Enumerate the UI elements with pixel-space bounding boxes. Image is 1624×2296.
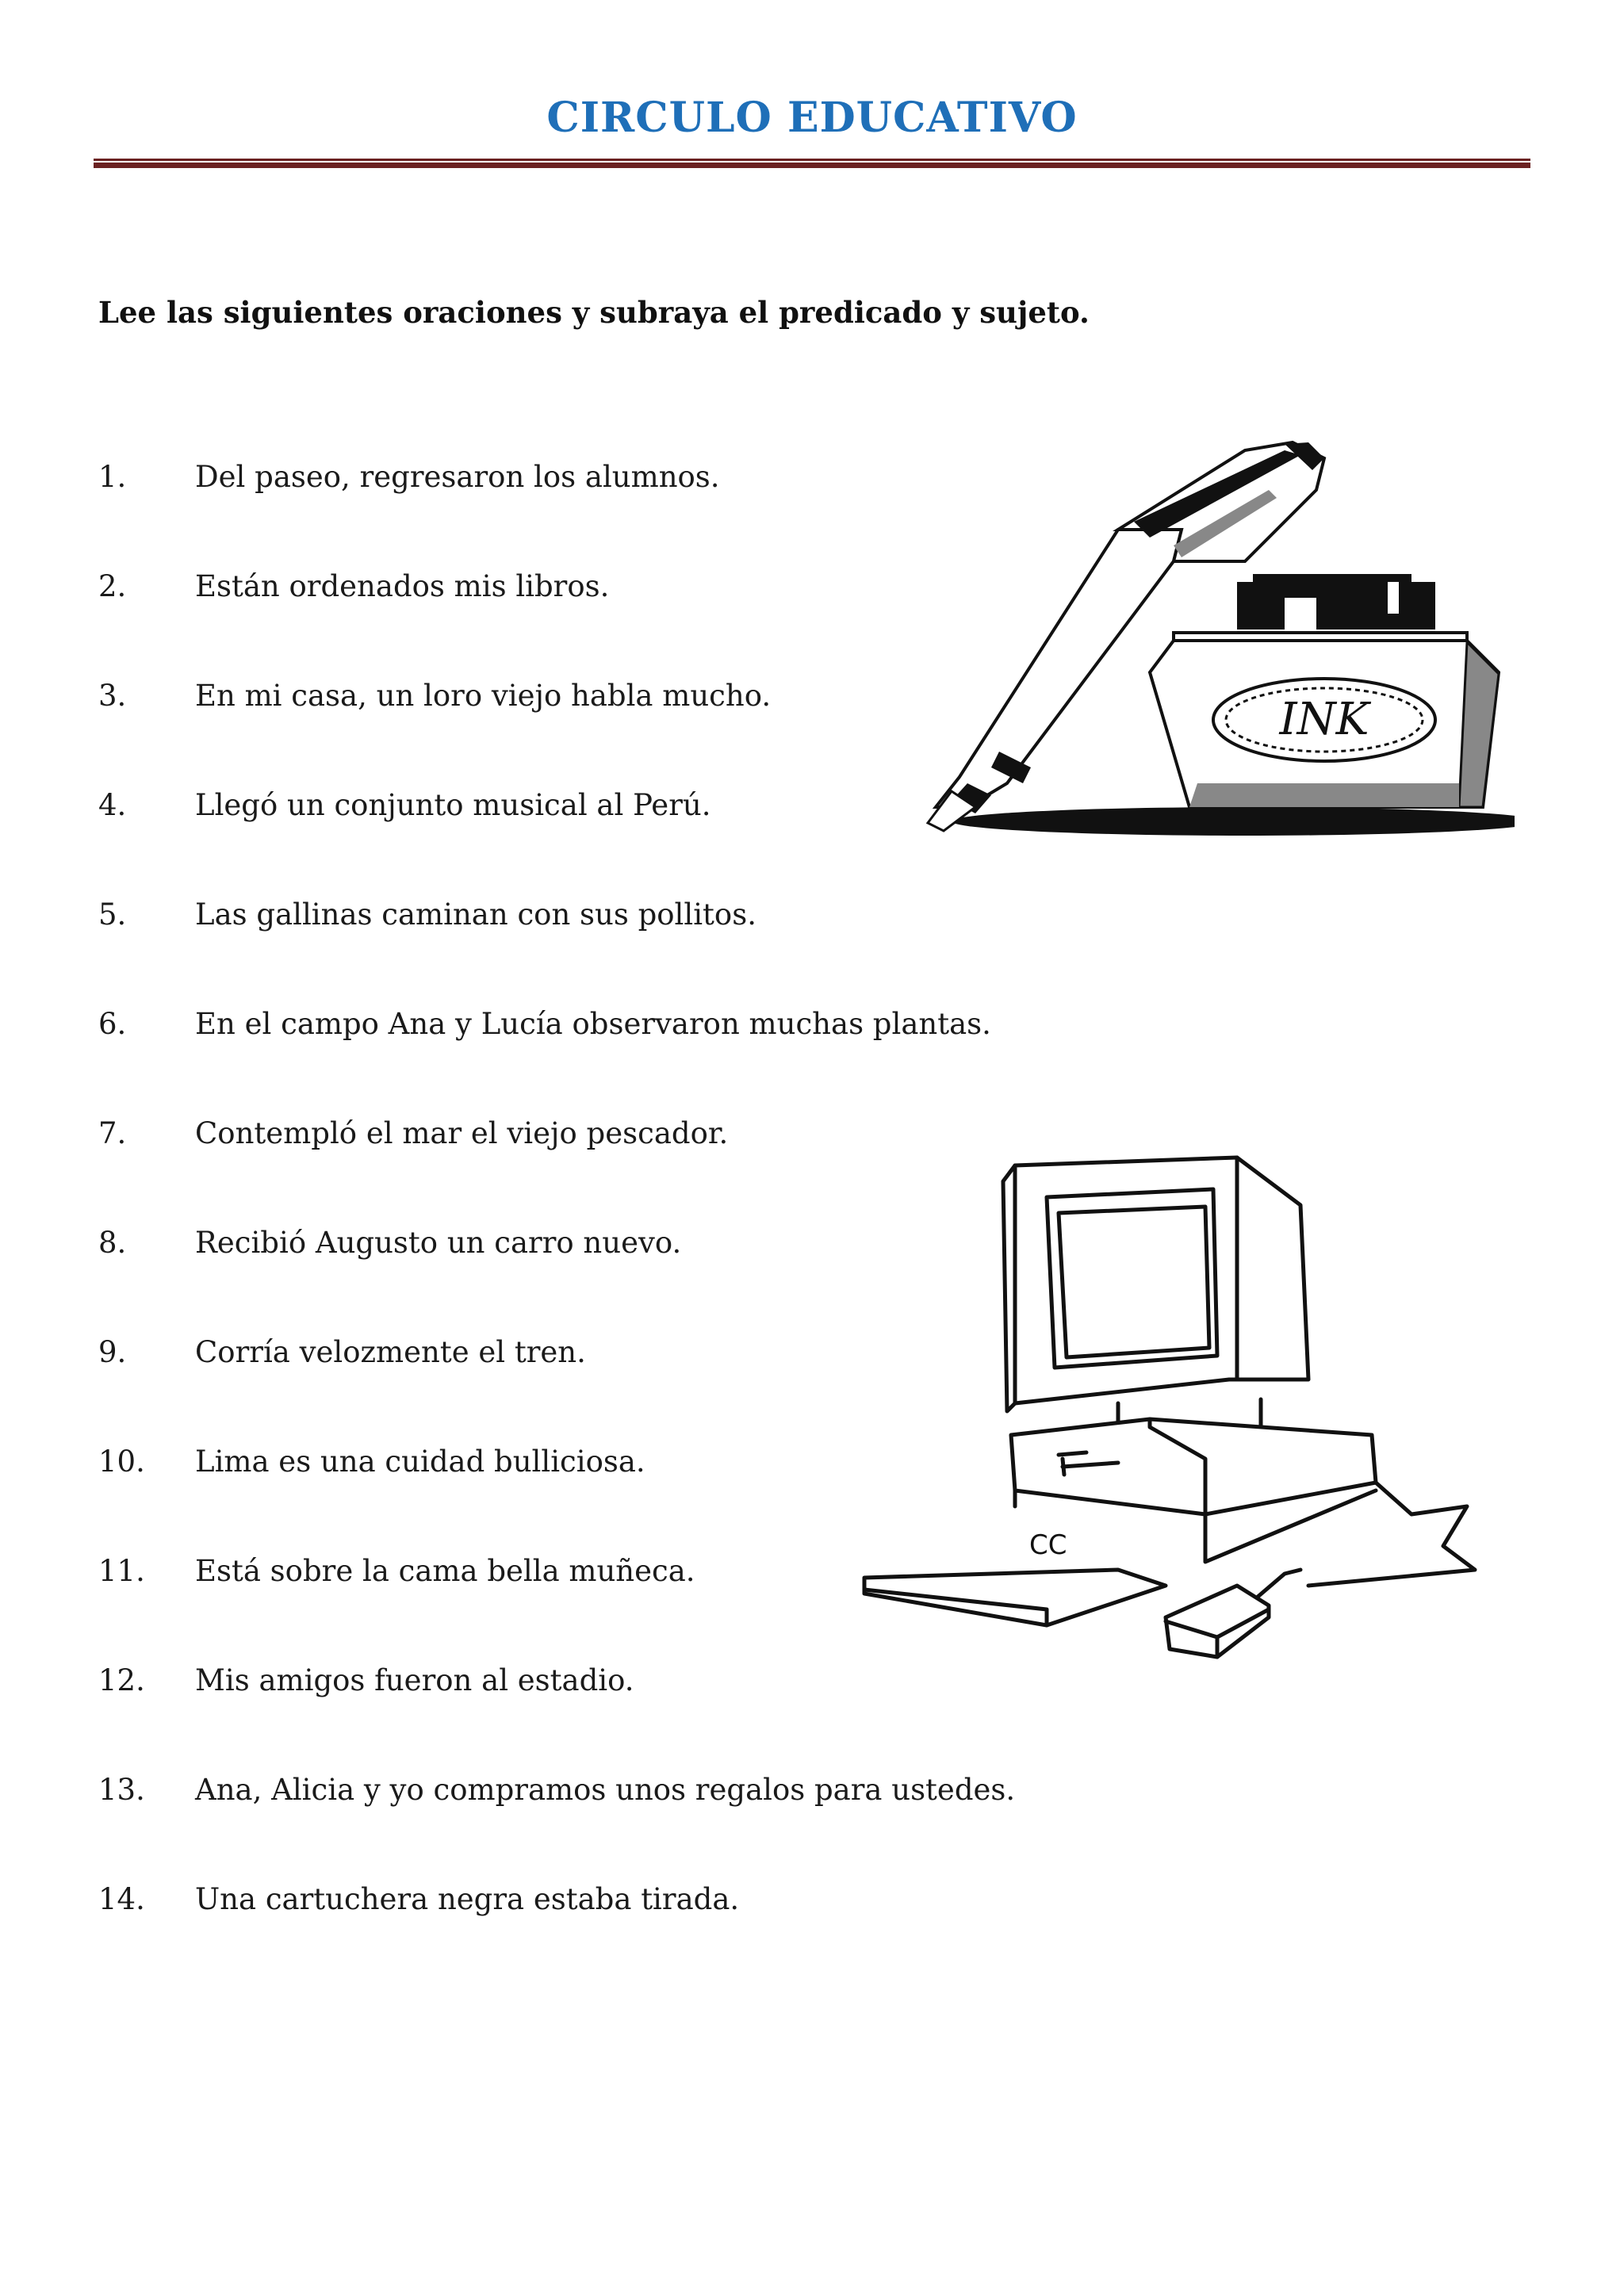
page-title: CIRCULO EDUCATIVO: [546, 94, 1078, 142]
sentence-number: 10.: [98, 1445, 145, 1479]
sentence-number: 11.: [98, 1554, 145, 1588]
sentence-number: 4.: [98, 788, 127, 822]
sentence-number: 2.: [98, 569, 127, 603]
sentence-text: Recibió Augusto un carro nuevo.: [195, 1226, 682, 1260]
sentence-number: 6.: [98, 1007, 127, 1041]
sentence-number: 1.: [98, 460, 127, 494]
inkwell-label: INK: [1279, 694, 1372, 745]
sentence-text: Ana, Alicia y yo compramos unos regalos …: [195, 1773, 1016, 1807]
pen-inkwell-illustration: INK: [925, 440, 1515, 836]
sentence-text: Mis amigos fueron al estadio.: [195, 1663, 634, 1697]
title-divider-thin: [94, 159, 1530, 161]
sentence-number: 14.: [98, 1882, 145, 1916]
title-divider: [94, 159, 1530, 168]
sentence-text: Llegó un conjunto musical al Perú.: [195, 788, 711, 822]
sentence-text: Está sobre la cama bella muñeca.: [195, 1554, 695, 1588]
pc-label: CC: [1029, 1529, 1067, 1561]
sentence-number: 7.: [98, 1116, 127, 1150]
sentence-number: 5.: [98, 897, 127, 932]
sentence-text: Están ordenados mis libros.: [195, 569, 610, 603]
sentence-text: Las gallinas caminan con sus pollitos.: [195, 897, 756, 932]
sentence-text: Contempló el mar el viejo pescador.: [195, 1116, 729, 1150]
sentence-number: 3.: [98, 679, 127, 713]
sentence-text: Del paseo, regresaron los alumnos.: [195, 460, 720, 494]
title-divider-thick: [94, 163, 1530, 168]
sentence-text: En mi casa, un loro viejo habla mucho.: [195, 679, 772, 713]
instruction-text: Lee las siguientes oraciones y subraya e…: [98, 295, 1090, 330]
sentence-text: Corría velozmente el tren.: [195, 1335, 586, 1369]
sentence-text: En el campo Ana y Lucía observaron mucha…: [195, 1007, 991, 1041]
sentence-number: 12.: [98, 1663, 145, 1697]
computer-illustration: CC: [862, 1155, 1477, 1659]
sentence-text: Una cartuchera negra estaba tirada.: [195, 1882, 740, 1916]
sentence-text: Lima es una cuidad bulliciosa.: [195, 1445, 645, 1479]
sentence-number: 9.: [98, 1335, 127, 1369]
sentence-number: 8.: [98, 1226, 127, 1260]
sentence-number: 13.: [98, 1773, 145, 1807]
